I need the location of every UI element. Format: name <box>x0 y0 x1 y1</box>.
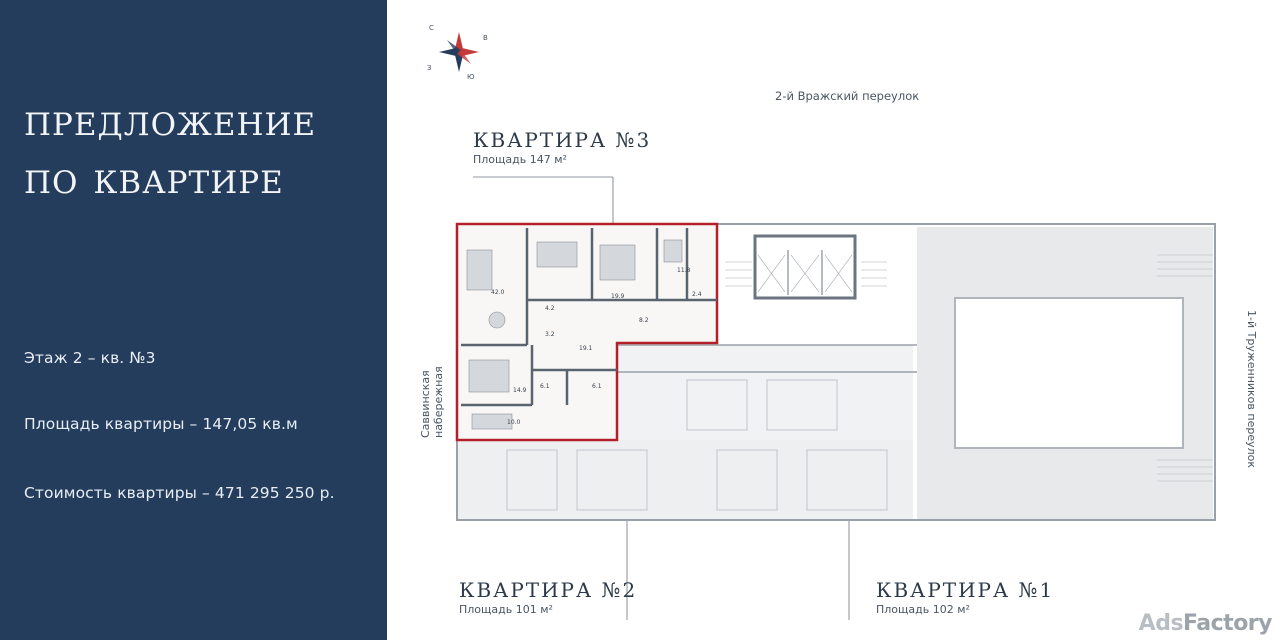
title-line-2: по квартире <box>24 153 284 204</box>
room-area-11: 6.1 <box>592 383 602 390</box>
watermark-logo: AdsFactory <box>1138 611 1273 636</box>
area-info: Площадь квартиры – 147,05 кв.м <box>24 415 298 433</box>
compass-icon: С В Ю З <box>427 24 488 81</box>
apartment-3-title: КВАРТИРА №3 <box>473 128 652 152</box>
room-area-4: 19.1 <box>579 345 593 352</box>
floor-plan: С В Ю З <box>427 24 1216 620</box>
apartment-2-area: Площадь 101 м² <box>459 603 553 616</box>
title-line-1: Предложение <box>24 95 317 146</box>
room-area-9: 14.9 <box>513 387 527 394</box>
street-right: 1-й Труженников переулок <box>1245 310 1258 469</box>
room-area-1: 42.0 <box>491 289 505 296</box>
floor-info: Этаж 2 – кв. №3 <box>24 349 156 367</box>
apartment-1-area: Площадь 102 м² <box>876 603 970 616</box>
compass-n: С <box>429 24 434 32</box>
compass-e: В <box>483 34 488 42</box>
room-area-3: 3.2 <box>545 331 555 338</box>
apartment-3-plan[interactable]: 42.0 4.2 3.2 19.1 19.9 8.2 11.8 2.4 14.9… <box>455 222 719 442</box>
compass-s: Ю <box>467 73 475 81</box>
room-area-12: 10.0 <box>507 419 521 426</box>
room-area-8: 2.4 <box>692 291 702 298</box>
watermark-part-2: Factory <box>1183 611 1272 636</box>
compass-w: З <box>427 64 432 72</box>
watermark-part-1: Ads <box>1138 611 1184 636</box>
room-area-6: 8.2 <box>639 317 649 324</box>
info-panel: Предложение по квартире Этаж 2 – кв. №3 … <box>0 0 387 640</box>
room-area-10: 6.1 <box>540 383 550 390</box>
price-info: Стоимость квартиры – 471 295 250 р. <box>24 484 335 502</box>
apartment-3-area: Площадь 147 м² <box>473 153 567 166</box>
floor-plan-area: С В Ю З <box>387 0 1280 640</box>
street-top: 2-й Вражский переулок <box>775 89 920 103</box>
room-area-5: 19.9 <box>611 293 625 300</box>
apartment-1-title: КВАРТИРА №1 <box>876 578 1055 602</box>
room-area-2: 4.2 <box>545 305 555 312</box>
street-left: Саввинская набережная <box>419 366 445 438</box>
room-area-7: 11.8 <box>677 267 691 274</box>
page-title: Предложение по квартире <box>24 92 374 208</box>
apartment-2-title: КВАРТИРА №2 <box>459 578 638 602</box>
